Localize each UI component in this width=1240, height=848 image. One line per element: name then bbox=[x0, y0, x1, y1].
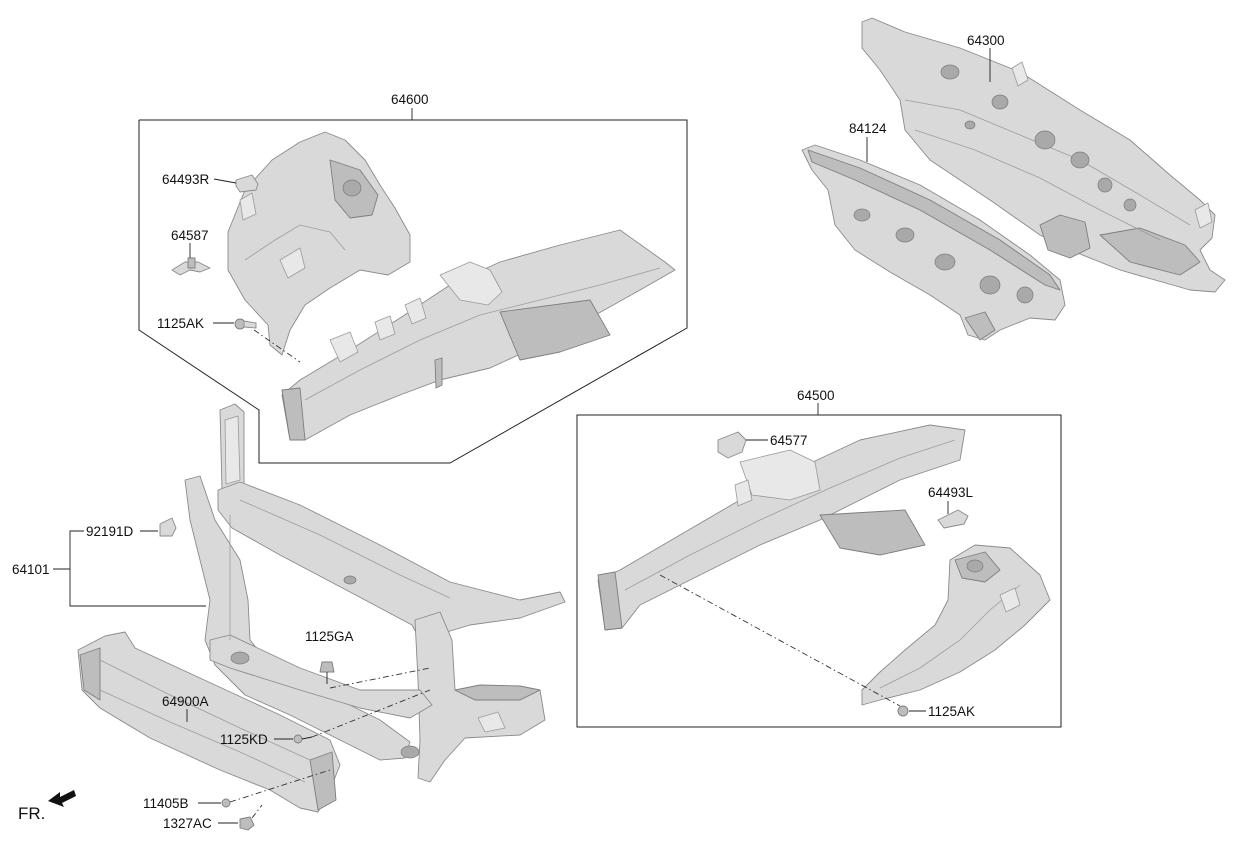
centerline-1125AK-right bbox=[659, 574, 901, 707]
leader-64493R bbox=[213, 178, 237, 184]
label-64500: 64500 bbox=[797, 388, 835, 403]
front-label: FR. bbox=[18, 804, 45, 823]
centerline-11405B bbox=[229, 769, 331, 803]
bracket-64577 bbox=[717, 431, 747, 459]
label-64493R: 64493R bbox=[162, 172, 210, 187]
cowl-panel-84124 bbox=[801, 144, 1066, 341]
bolt-1125KD bbox=[293, 734, 313, 744]
label-64900A: 64900A bbox=[162, 694, 209, 709]
nut-1327AC bbox=[239, 816, 255, 831]
label-1125AK-top: 1125AK bbox=[157, 316, 204, 331]
bracket-92191D bbox=[159, 517, 177, 537]
centerline-1125GA bbox=[329, 667, 431, 689]
label-64493L: 64493L bbox=[928, 485, 974, 500]
label-1125AK-right: 1125AK bbox=[928, 704, 975, 719]
label-92191D: 92191D bbox=[86, 524, 134, 539]
label-64577: 64577 bbox=[770, 433, 808, 448]
side-member-left bbox=[597, 424, 966, 631]
label-64600: 64600 bbox=[391, 92, 429, 107]
side-member-right bbox=[281, 229, 676, 441]
bolt-1125AK-top bbox=[234, 318, 257, 330]
label-64587: 64587 bbox=[171, 228, 209, 243]
label-64300: 64300 bbox=[967, 33, 1005, 48]
label-1125GA: 1125GA bbox=[305, 629, 354, 644]
label-11405B: 11405B bbox=[143, 796, 189, 811]
bracket-64493R bbox=[235, 174, 259, 193]
centerline-1125KD bbox=[311, 689, 431, 738]
group-frame-64500 bbox=[576, 414, 1062, 728]
wheel-house-right bbox=[227, 131, 411, 356]
bumper-beam-64900A bbox=[77, 631, 341, 813]
centerline-1327AC bbox=[251, 804, 263, 819]
bracket-64493L bbox=[937, 509, 969, 529]
group-frame-64600 bbox=[138, 119, 688, 464]
dash-panel-64300 bbox=[861, 17, 1226, 293]
bracket-64587 bbox=[171, 257, 211, 276]
bracket-leader-64101 bbox=[69, 530, 206, 607]
bolt-1125AK-right bbox=[897, 705, 909, 717]
arrow-front-left-icon bbox=[48, 790, 76, 807]
radiator-support-64101 bbox=[184, 403, 566, 783]
wheel-house-left bbox=[861, 544, 1051, 706]
label-1327AC: 1327AC bbox=[163, 816, 212, 831]
label-1125KD: 1125KD bbox=[220, 732, 268, 747]
bolt-1125GA bbox=[319, 661, 335, 684]
centerline-1125AK-top bbox=[253, 329, 301, 363]
label-84124: 84124 bbox=[849, 121, 887, 136]
label-64101: 64101 bbox=[12, 562, 50, 577]
bolt-11405B bbox=[221, 798, 231, 808]
